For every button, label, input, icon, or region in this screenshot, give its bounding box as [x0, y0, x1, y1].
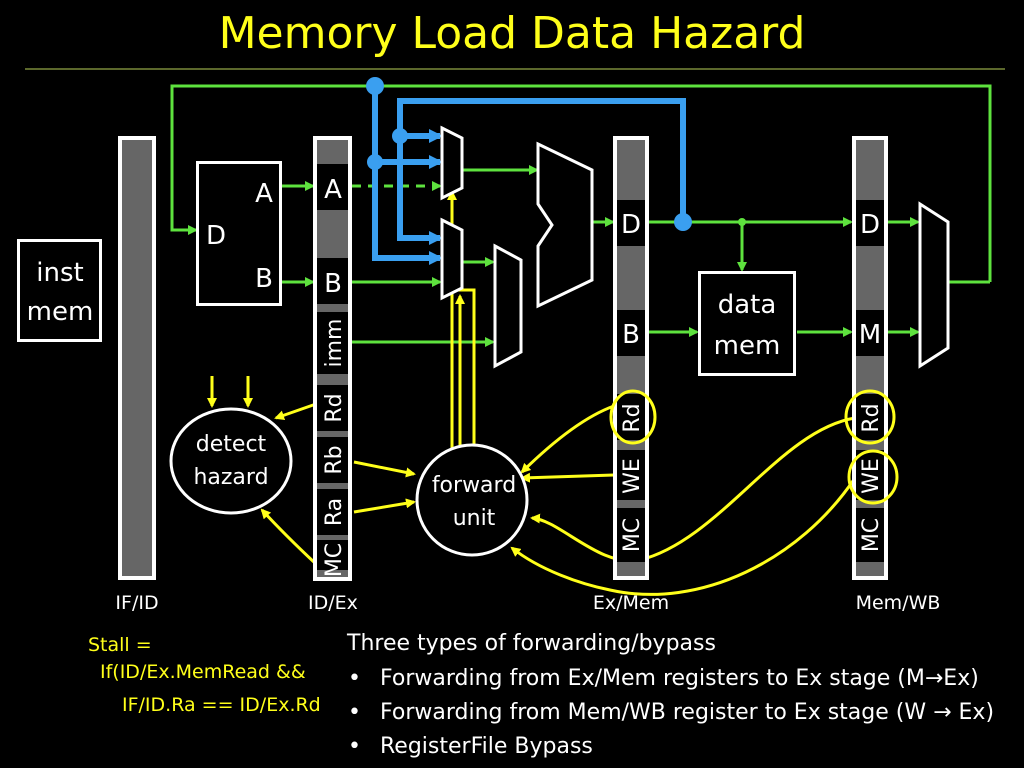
- forward-mux-b: [440, 217, 464, 301]
- data-mem-label-2: mem: [714, 331, 781, 361]
- stage-label-mem-wb: Mem/WB: [856, 592, 941, 614]
- id-ex-field-rd: Rd: [322, 393, 347, 422]
- note-bullet-1: Forwarding from Ex/Mem registers to Ex s…: [380, 666, 979, 691]
- regfile-b: B: [255, 264, 273, 294]
- id-ex-field-mc: MC: [322, 543, 347, 577]
- mem-wb-field-mc: MC: [859, 518, 884, 552]
- id-ex-field-b: B: [324, 269, 342, 299]
- writeback-mux: [918, 201, 950, 369]
- mem-wb-field-rd: Rd: [859, 403, 884, 432]
- note-bullet-3: RegisterFile Bypass: [380, 734, 593, 759]
- id-ex-register: A B imm Rd Rb Ra MC: [313, 136, 352, 581]
- ex-mem-field-d: D: [621, 210, 641, 240]
- detect-hazard-unit: [169, 407, 293, 515]
- imm-mux: [493, 243, 523, 369]
- ex-mem-field-we: WE: [620, 458, 645, 494]
- id-ex-field-a: A: [324, 175, 342, 205]
- ex-mem-field-b: B: [622, 320, 640, 350]
- datapath-wires: [170, 84, 992, 347]
- mem-wb-field-d: D: [860, 210, 880, 240]
- bullet-dot-1: •: [348, 666, 361, 691]
- notes-heading: Three types of forwarding/bypass: [346, 631, 716, 656]
- field-highlights: [609, 389, 899, 505]
- forwarding-paths: [366, 77, 692, 265]
- id-ex-field-rb: Rb: [322, 445, 347, 474]
- mem-wb-register: D M Rd WE MC: [852, 136, 888, 580]
- bullet-dot-2: •: [348, 700, 361, 725]
- inst-mem-label-2: mem: [27, 297, 94, 327]
- control-wires: [207, 190, 857, 596]
- alu: [536, 141, 594, 309]
- stage-label-if-id: IF/ID: [115, 592, 158, 614]
- detect-hazard-label-1: detect: [196, 432, 267, 457]
- inst-mem-label-1: inst: [36, 258, 83, 288]
- stall-line-3: IF/ID.Ra == ID/Ex.Rd: [122, 694, 321, 716]
- stage-label-ex-mem: Ex/Mem: [593, 592, 669, 614]
- forward-unit-label-1: forward: [432, 473, 516, 498]
- stall-line-2: If(ID/Ex.MemRead &&: [100, 661, 306, 683]
- regfile-a: A: [255, 179, 273, 209]
- forward-unit-label-2: unit: [453, 506, 496, 531]
- detect-hazard-label-2: hazard: [193, 465, 268, 490]
- data-mem-label-1: data: [718, 290, 777, 320]
- id-ex-field-imm: imm: [322, 319, 347, 368]
- ex-mem-field-mc: MC: [620, 518, 645, 552]
- slide-title: Memory Load Data Hazard: [219, 8, 806, 59]
- mem-wb-field-we: WE: [859, 458, 884, 494]
- regfile-d: D: [206, 221, 226, 251]
- ex-mem-register: D B Rd WE MC: [613, 136, 649, 580]
- forward-mux-a: [440, 125, 464, 201]
- bullet-dot-3: •: [348, 734, 361, 759]
- ex-mem-field-rd: Rd: [620, 403, 645, 432]
- id-ex-field-ra: Ra: [322, 498, 347, 526]
- stall-line-1: Stall =: [88, 634, 152, 656]
- stage-label-id-ex: ID/Ex: [308, 592, 358, 614]
- note-bullet-2: Forwarding from Mem/WB register to Ex st…: [380, 700, 994, 725]
- mem-wb-field-m: M: [859, 320, 881, 350]
- forward-unit: [415, 443, 529, 557]
